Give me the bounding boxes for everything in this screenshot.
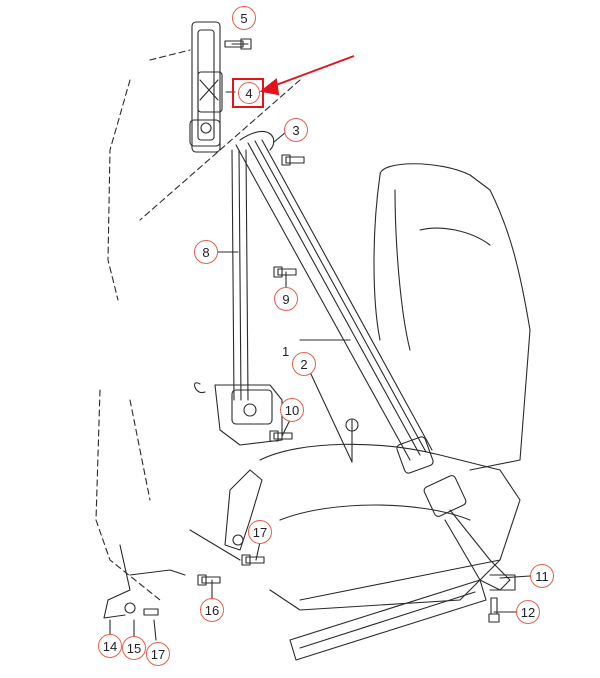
shoulder-belt-webbing — [235, 130, 434, 474]
trim-pin-2 — [345, 418, 359, 463]
belt-retractor — [194, 382, 283, 446]
bolt-3 — [281, 154, 305, 166]
lower-anchor-bracket — [189, 469, 263, 561]
bolt-16 — [197, 574, 221, 586]
callout-4: 4 — [238, 82, 260, 104]
seat-back — [373, 163, 531, 471]
callout-14: 14 — [98, 634, 122, 658]
buckle-stalk — [423, 475, 516, 591]
bolt-9 — [273, 266, 297, 278]
callout-2: 2 — [292, 352, 316, 376]
bolt-12 — [488, 597, 500, 623]
height-adjuster-rail — [189, 21, 223, 153]
seat-cushion — [259, 443, 521, 611]
callout-17-lower: 17 — [146, 642, 170, 666]
callout-10: 10 — [280, 398, 304, 422]
anchor-cable — [103, 544, 186, 619]
callout-3: 3 — [284, 118, 308, 142]
callout-12: 12 — [516, 600, 540, 624]
callout-4-highlighted: 4 — [232, 78, 264, 108]
callout-8: 8 — [194, 240, 218, 264]
callout-1: 1 — [282, 344, 290, 359]
bolt-17-lower — [143, 608, 159, 616]
highlight-arrow — [259, 55, 355, 96]
callout-5: 5 — [232, 6, 256, 30]
callout-16: 16 — [200, 598, 224, 622]
leader-lines — [109, 43, 531, 641]
bolt-17-upper — [241, 554, 265, 566]
callout-15: 15 — [122, 636, 146, 660]
bolt-10 — [269, 430, 293, 442]
vertical-belt-webbing — [231, 149, 249, 401]
callout-11: 11 — [530, 564, 554, 588]
seat-rail — [289, 579, 487, 661]
callout-17-upper: 17 — [248, 520, 272, 544]
callout-9: 9 — [274, 287, 298, 311]
